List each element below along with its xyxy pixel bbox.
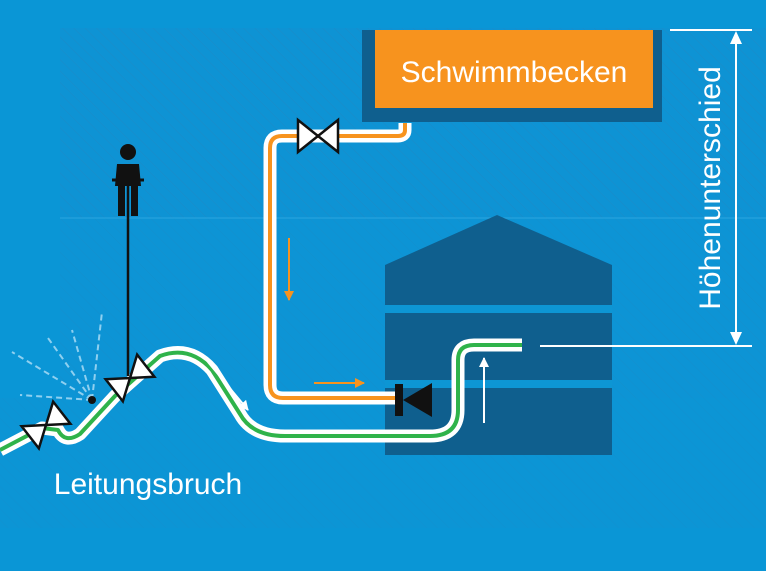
height-dimension: Höhenunterschied [540,29,752,347]
dimension-arrow-top-icon [730,31,742,44]
hatched-lower-band [0,398,766,528]
person-icon [112,144,144,376]
flow-arrow-diagonal-icon [207,361,249,411]
valve-upper-icon [103,351,157,405]
pool: Schwimmbecken [362,30,662,122]
pool-label: Schwimmbecken [401,56,628,89]
check-valve-icon [395,383,432,417]
tank-body [385,215,612,455]
dimension-arrow-bottom-icon [730,332,742,345]
leak-spray-icon [11,311,103,401]
break-point [88,396,96,404]
pipe-break-label: Leitungsbruch [54,468,242,501]
orange-pipe [263,123,412,405]
water-tank [385,215,612,455]
valve-lower-icon [19,398,73,452]
gate-valve-icon [296,117,340,155]
pool-box [375,30,653,108]
height-difference-label: Höhenunterschied [694,66,727,310]
tank-band-lower [385,380,612,388]
tank-band-upper [385,305,612,313]
green-pipe [0,338,522,456]
